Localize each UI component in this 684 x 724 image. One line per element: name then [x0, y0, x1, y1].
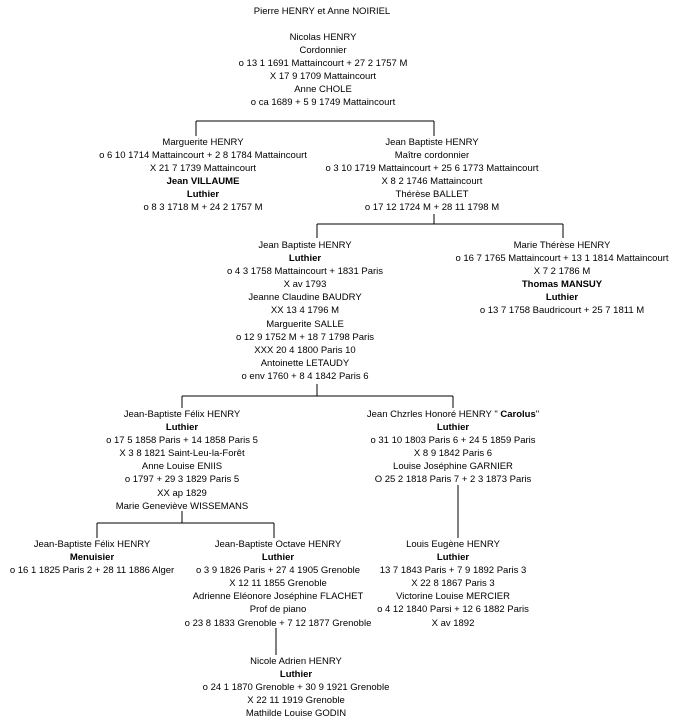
person-line: o ca 1689 + 5 9 1749 Mattaincourt — [250, 97, 396, 109]
person-line: X 3 8 1821 Saint-Leu-la-Forêt — [119, 448, 245, 460]
person-bold-line: Luthier — [261, 552, 295, 564]
person-line: X 22 8 1867 Paris 3 — [411, 578, 495, 590]
person-bold-line: Luthier — [279, 669, 313, 681]
person-line: O 25 2 1818 Paris 7 + 2 3 1873 Paris — [374, 474, 532, 486]
person-bold-line: Menuisier — [69, 552, 115, 564]
person-line: XX ap 1829 — [157, 487, 207, 499]
person-line: Nicole Adrien HENRY — [250, 656, 342, 667]
person-bold-line: Luthier — [186, 189, 220, 201]
person-line: Jean-Baptiste Octave HENRY — [214, 539, 342, 550]
person-line: Prof de piano — [249, 604, 307, 616]
person-line: o 13 7 1758 Baudricourt + 25 7 1811 M — [479, 305, 645, 317]
person-line: Cordonnier — [299, 45, 347, 57]
person-line: Louis Eugène HENRY — [406, 539, 500, 550]
person-line: o 1797 + 29 3 1829 Paris 5 — [124, 474, 240, 486]
person-line: X 8 9 1842 Paris 6 — [413, 448, 493, 460]
person-line: o 17 5 1858 Paris + 14 1858 Paris 5 — [106, 435, 258, 447]
person-line: Marguerite SALLE — [266, 318, 344, 330]
person-line: 13 7 1843 Paris + 7 9 1892 Paris 3 — [379, 565, 527, 577]
person-line: Mathilde Louise GODIN — [245, 708, 347, 720]
person-line: Marie Geneviève WISSEMANS — [115, 500, 249, 512]
person-bold-line: Luthier — [545, 292, 579, 304]
person-line: Marguerite HENRY — [162, 137, 244, 148]
person-bold-line: Jean VILLAUME — [166, 176, 240, 188]
person-line: Jean-Baptiste Félix HENRY — [123, 409, 241, 420]
person-line: Antoinette LETAUDY — [260, 357, 350, 369]
person-line: o env 1760 + 8 4 1842 Paris 6 — [241, 370, 369, 382]
person-marguerite-henry: Marguerite HENRY o 6 10 1714 Mattaincourt… — [99, 136, 307, 215]
person-line: o 4 3 1758 Mattaincourt + 1831 Paris — [226, 266, 384, 278]
person-bold-line: Luthier — [436, 422, 470, 434]
person-line: o 3 9 1826 Paris + 27 4 1905 Grenoble — [196, 565, 360, 577]
person-line: o 16 1 1825 Paris 2 + 28 11 1886 Alger — [9, 565, 175, 577]
person-line: Nicolas HENRY — [289, 32, 357, 43]
nickname-part: Carolus — [500, 409, 536, 420]
person-line: Pierre HENRY et Anne NOIRIEL — [253, 6, 391, 17]
name-part: Jean Chzrles Honoré HENRY " — [366, 409, 501, 420]
person-line: o 3 10 1719 Mattaincourt + 25 6 1773 Mat… — [325, 163, 539, 175]
person-line: Louise Joséphine GARNIER — [393, 461, 513, 473]
person-line: X av 1892 — [431, 617, 475, 629]
person-line: Adrienne Eléonore Joséphine FLACHET — [192, 591, 364, 603]
person-line: Jean Baptiste HENRY — [385, 137, 479, 148]
person-line: X 7 2 1786 M — [533, 266, 591, 278]
person-line: X 12 11 1855 Grenoble — [229, 578, 327, 590]
person-carolus-henry: Jean Chzrles Honoré HENRY " Carolus"Luth… — [367, 408, 539, 487]
person-line: o 23 8 1833 Grenoble + 7 12 1877 Grenobl… — [184, 617, 372, 629]
quote-part: " — [535, 409, 540, 420]
person-line: Victorine Louise MERCIER — [396, 591, 510, 603]
person-marie-therese-henry: Marie Thérèse HENRY o 16 7 1765 Mattainco… — [455, 239, 668, 318]
person-line: Anne CHOLE — [294, 84, 352, 96]
person-line: o 4 12 1840 Parsi + 12 6 1882 Paris — [377, 604, 529, 616]
person-line: X 8 2 1746 Mattaincourt — [381, 176, 483, 188]
person-line: X 17 9 1709 Mattaincourt — [269, 71, 377, 83]
person-line: o 31 10 1803 Paris 6 + 24 5 1859 Paris — [370, 435, 536, 447]
person-line: XXX 20 4 1800 Paris 10 — [254, 344, 356, 356]
person-line: Thérèse BALLET — [395, 189, 469, 201]
person-bold-line: Luthier — [288, 253, 322, 265]
person-bold-line: Thomas MANSUY — [521, 279, 603, 291]
person-line: o 8 3 1718 M + 24 2 1757 M — [143, 202, 263, 214]
person-line: Jeanne Claudine BAUDRY — [248, 292, 362, 304]
person-line: Maître cordonnier — [394, 150, 470, 162]
person-line: Marie Thérèse HENRY — [513, 240, 611, 251]
person-line: o 17 12 1724 M + 28 11 1798 M — [364, 202, 500, 214]
person-pierre-anne: Pierre HENRY et Anne NOIRIEL — [254, 5, 390, 18]
person-line: Jean Chzrles Honoré HENRY " Carolus" — [367, 408, 539, 421]
person-bold-line: Luthier — [436, 552, 470, 564]
person-line: o 24 1 1870 Grenoble + 30 9 1921 Grenobl… — [202, 682, 390, 694]
person-line: o 6 10 1714 Mattaincourt + 2 8 1784 Matt… — [99, 150, 307, 162]
person-line: XX 13 4 1796 M — [270, 305, 340, 317]
person-bold-line: Luthier — [165, 422, 199, 434]
person-line: Jean Baptiste HENRY — [258, 240, 352, 251]
person-line: X 22 11 1919 Grenoble — [247, 695, 345, 707]
person-line: X 21 7 1739 Mattaincourt — [149, 163, 257, 175]
person-line: o 13 1 1691 Mattaincourt + 27 2 1757 M — [238, 58, 408, 70]
person-line: Jean-Baptiste Félix HENRY — [33, 539, 151, 550]
person-line: Anne Louise ENIIS — [141, 461, 223, 473]
person-line: X av 1793 — [283, 279, 327, 291]
person-line: o 16 7 1765 Mattaincourt + 13 1 1814 Mat… — [455, 253, 669, 265]
person-line: o 12 9 1752 M + 18 7 1798 Paris — [235, 331, 375, 343]
